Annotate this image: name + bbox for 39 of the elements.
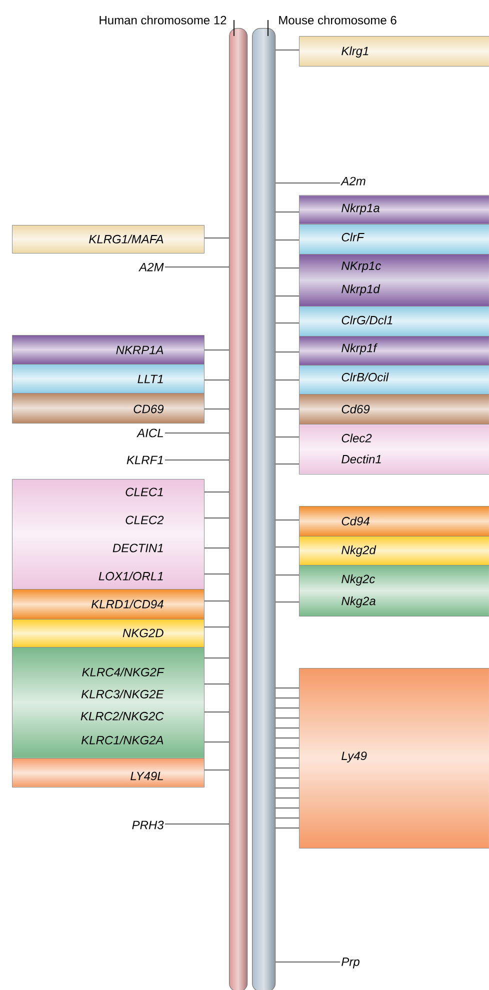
gene-label: PRH3 xyxy=(132,820,164,830)
gene-band: LLT1 xyxy=(12,364,204,394)
gene-band: Cd69 xyxy=(299,394,489,424)
gene-band: LY49L xyxy=(12,758,204,788)
gene-band: ClrG/Dcl1 xyxy=(299,306,489,336)
gene-band: NKRP1A xyxy=(12,335,204,364)
tick-line xyxy=(204,626,230,628)
gene-label: A2M xyxy=(138,262,164,272)
tick-line xyxy=(275,408,300,410)
chromosome-heading: Mouse chromosome 6 xyxy=(279,16,396,24)
gene-band: ClrB/Ocil xyxy=(299,365,489,394)
gene-band: Nkrp1f xyxy=(299,336,489,366)
gene-label: KLRF1 xyxy=(126,456,163,464)
tick-line xyxy=(275,546,300,548)
tick-line xyxy=(275,574,300,576)
gene-label: AICL xyxy=(136,428,163,438)
gene-band: ClrF xyxy=(299,224,489,254)
gene-band: NKG2D xyxy=(12,619,204,648)
gene-band: CD69 xyxy=(12,393,204,424)
gene-label: A2m xyxy=(340,176,366,186)
gene-band: KLRG1/MAFA xyxy=(12,225,204,254)
gene-band: Nkg2d xyxy=(299,536,489,566)
gene-band: Nkrp1a xyxy=(299,195,489,224)
tick-line xyxy=(204,408,230,410)
gene-label: Prp xyxy=(342,958,360,968)
tick-line xyxy=(204,600,230,602)
tick-line xyxy=(164,432,230,434)
gene-band: Klrg1 xyxy=(299,36,489,67)
gene-band: Nkg2c Nkg2a xyxy=(299,565,489,616)
tick-line xyxy=(275,436,300,438)
gene-band: Ly49 xyxy=(299,668,489,848)
gene-band: Cd94 xyxy=(299,506,489,536)
gene-band: NKrp1c Nkrp1d xyxy=(299,254,489,306)
chromosome-heading: Human chromosome 12 xyxy=(100,16,226,24)
gene-band: KLRD1/CD94 xyxy=(12,589,204,620)
gene-band: Clec2 Dectin1 xyxy=(299,424,489,474)
tick-line xyxy=(164,266,230,268)
tick-line xyxy=(275,182,340,184)
tick-line xyxy=(275,322,300,324)
